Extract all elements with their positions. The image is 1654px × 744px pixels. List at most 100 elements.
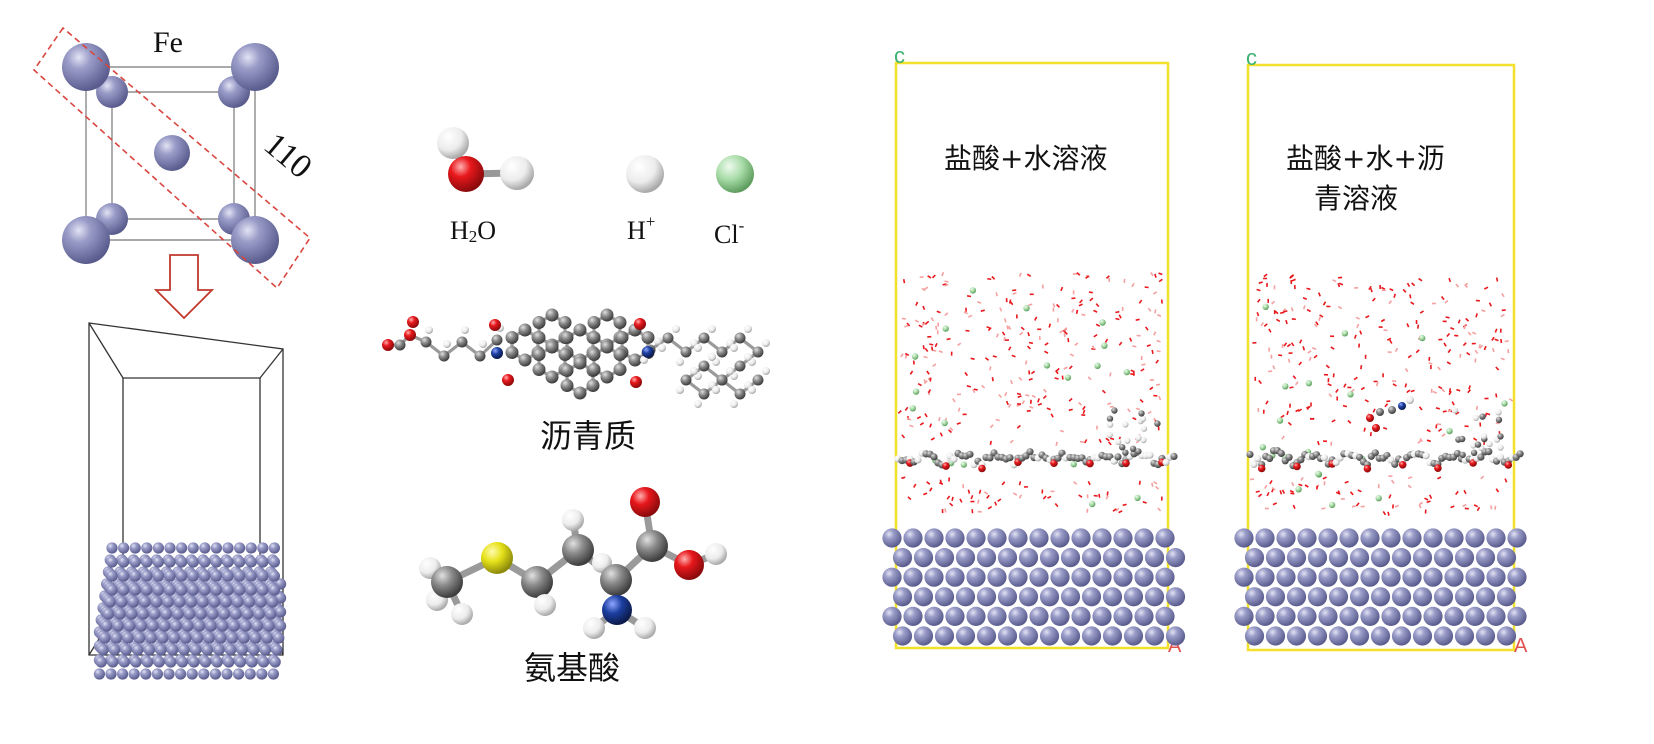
water-molecule-mark (1364, 399, 1369, 403)
hydrogen-atom (708, 325, 716, 333)
water-molecule-mark (1078, 494, 1083, 498)
fe-slab-atom (1444, 567, 1464, 587)
fe-slab-atom (1391, 587, 1412, 607)
water-molecule-mark (1504, 478, 1508, 483)
fe-slab-atom (1050, 528, 1070, 548)
carbon-atom (587, 363, 601, 376)
water-molecule-mark (1382, 426, 1388, 430)
water-molecule-mark (1003, 318, 1007, 323)
chloride-ion (911, 353, 919, 360)
fe-slab-atom (213, 644, 225, 656)
water-molecule-mark (1500, 313, 1505, 318)
water-molecule-mark (1042, 495, 1047, 500)
fe-slab-atom (1029, 528, 1049, 548)
fe-slab-atom (129, 556, 141, 568)
water-molecule-mark (1098, 438, 1102, 443)
water-molecule-mark (1501, 309, 1506, 312)
water-molecule-mark (1304, 484, 1309, 488)
water-molecule-mark (1488, 302, 1493, 307)
water-molecule-mark (1037, 398, 1040, 403)
adsorbed-atom (1496, 453, 1505, 461)
fe-slab-atom (1360, 567, 1380, 587)
water-molecule-mark (1495, 393, 1498, 398)
chloride-ion (1259, 444, 1267, 451)
water-molecule-mark (1150, 271, 1154, 277)
fe-slab-atom (1165, 587, 1186, 607)
water-molecule-mark (1363, 427, 1366, 432)
water-molecule-mark (1478, 344, 1481, 349)
water-molecule-mark (1138, 480, 1141, 485)
water-molecule-mark (967, 489, 971, 494)
fe-slab-atom (1433, 626, 1454, 646)
water-molecule-mark (1307, 350, 1312, 354)
water-molecule-mark (1263, 323, 1268, 328)
fe-slab-atom (966, 567, 986, 587)
fe-slab-atom (273, 632, 285, 644)
hydrogen-atom (726, 367, 734, 375)
carbon-atom (558, 348, 572, 361)
fe-slab-atom (160, 608, 172, 620)
water-molecule-mark (1055, 367, 1060, 372)
water-molecule-mark (947, 429, 953, 434)
water-molecule-mark (1061, 375, 1064, 380)
water-molecule-mark (965, 329, 970, 332)
water-molecule-mark (952, 398, 956, 403)
water-molecule-mark (1476, 506, 1481, 512)
water-molecule-mark (1009, 301, 1014, 306)
water-molecule-mark (1011, 354, 1016, 358)
fe-slab-atom (934, 626, 955, 646)
chain-atom (698, 332, 710, 344)
fe-slab-atom (105, 668, 117, 680)
water-molecule-mark (1018, 376, 1023, 381)
water-molecule-mark (1095, 323, 1101, 327)
water-molecule-mark (921, 322, 926, 326)
water-molecule-mark (1495, 366, 1500, 371)
oxygen-atom (634, 318, 646, 330)
water-molecule-mark (1142, 501, 1147, 504)
fe-slab-atom (1060, 626, 1081, 646)
water-molecule-mark (1281, 435, 1285, 440)
fe-slab-atom (118, 556, 130, 568)
adsorbed-atom (1516, 450, 1524, 458)
water-molecule-mark (1285, 319, 1288, 325)
water-molecule-mark (1081, 313, 1086, 317)
fe-slab-atom (265, 608, 277, 620)
water-molecule-mark (1495, 422, 1500, 425)
water-molecule-mark (1153, 481, 1158, 485)
water-molecule-mark (1006, 325, 1009, 330)
fe-slab-atom (225, 644, 237, 656)
adsorbed-atom (1497, 433, 1504, 440)
fe-slab-atom (1244, 587, 1265, 607)
fe-slab-atom (238, 632, 250, 644)
water-molecule-mark (944, 283, 949, 287)
fe-slab-atom (106, 570, 118, 582)
water-molecule-mark (1360, 505, 1365, 508)
fe-slab-atom (1423, 567, 1443, 587)
box1-frame (894, 61, 1170, 650)
water-molecule-mark (904, 324, 909, 328)
water-molecule-mark (1480, 475, 1485, 480)
fe-slab-atom (1465, 567, 1485, 587)
fe-slab-atom (230, 608, 242, 620)
water-molecule-mark (1466, 351, 1471, 356)
adsorbed-atom (1111, 407, 1118, 414)
water-molecule-mark (1443, 342, 1447, 347)
fe-slab-atom (174, 596, 186, 608)
carbon-atom (615, 331, 629, 344)
water-molecule-mark (1455, 283, 1460, 288)
water-molecule-mark (966, 295, 972, 298)
water-molecule-mark (1467, 331, 1472, 336)
fe-slab-atom (159, 620, 171, 632)
fe-slab-atom (903, 567, 923, 587)
asphaltene-label: 沥青质 (540, 417, 636, 455)
water-molecule-mark (1088, 291, 1093, 294)
water-molecule-mark (1026, 409, 1031, 412)
water-molecule-mark (1407, 354, 1412, 359)
adsorbed-oxygen (1050, 459, 1058, 468)
water-molecule-mark (1299, 339, 1303, 344)
carbon-atom (560, 364, 574, 377)
chloride-ion (1023, 305, 1030, 312)
fe-slab-atom (1402, 528, 1422, 548)
water-molecule-mark (1392, 383, 1397, 387)
water-molecule-mark (1063, 330, 1068, 335)
